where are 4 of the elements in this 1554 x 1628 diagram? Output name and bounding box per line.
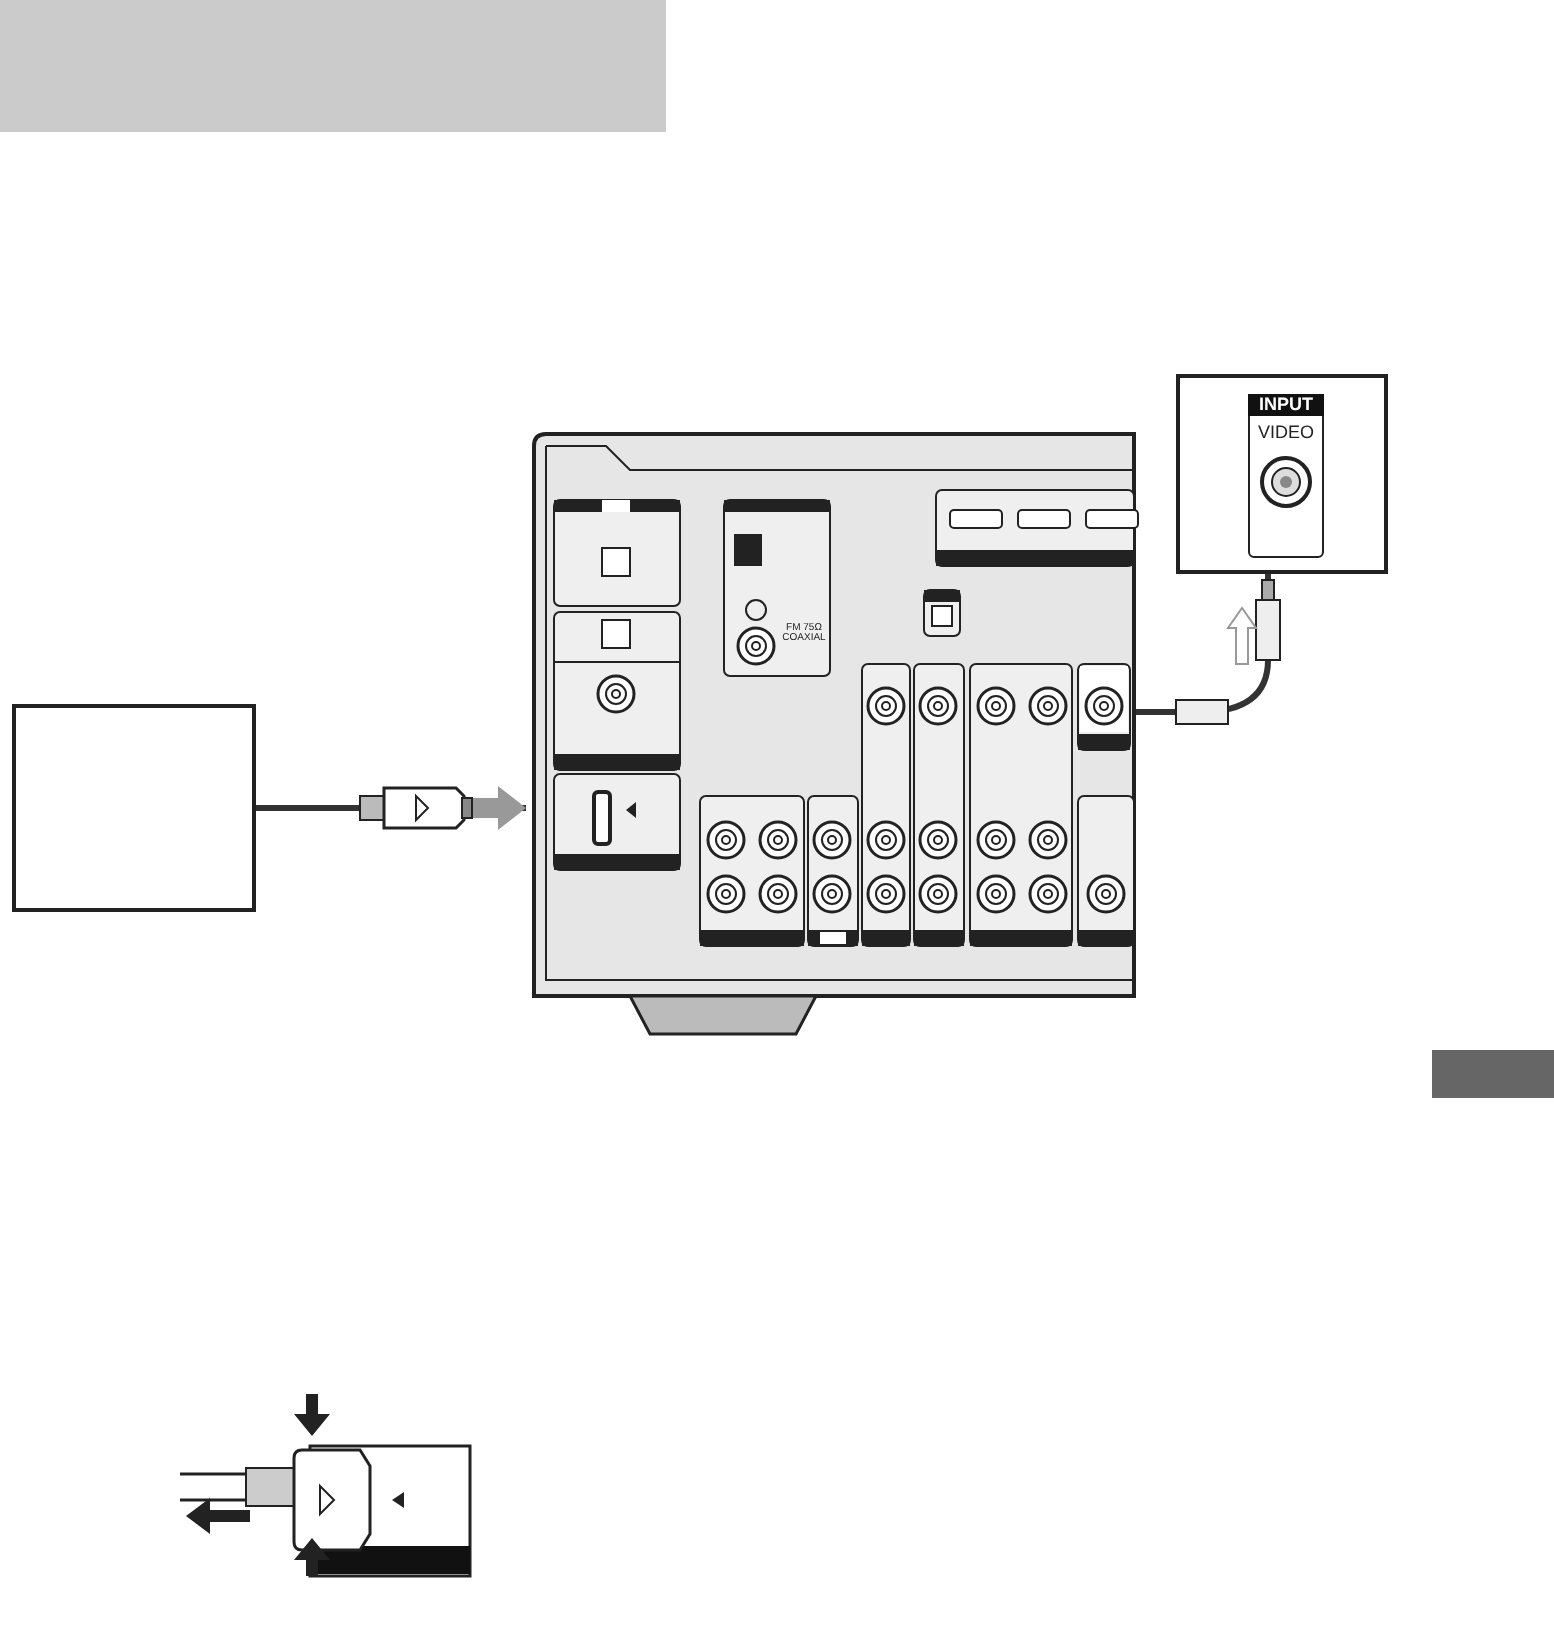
device-box: [12, 704, 256, 912]
jack-label: VIDEO: [1255, 422, 1316, 442]
panel-heading: INPUT: [1248, 394, 1324, 416]
inset-box: [1176, 374, 1388, 574]
